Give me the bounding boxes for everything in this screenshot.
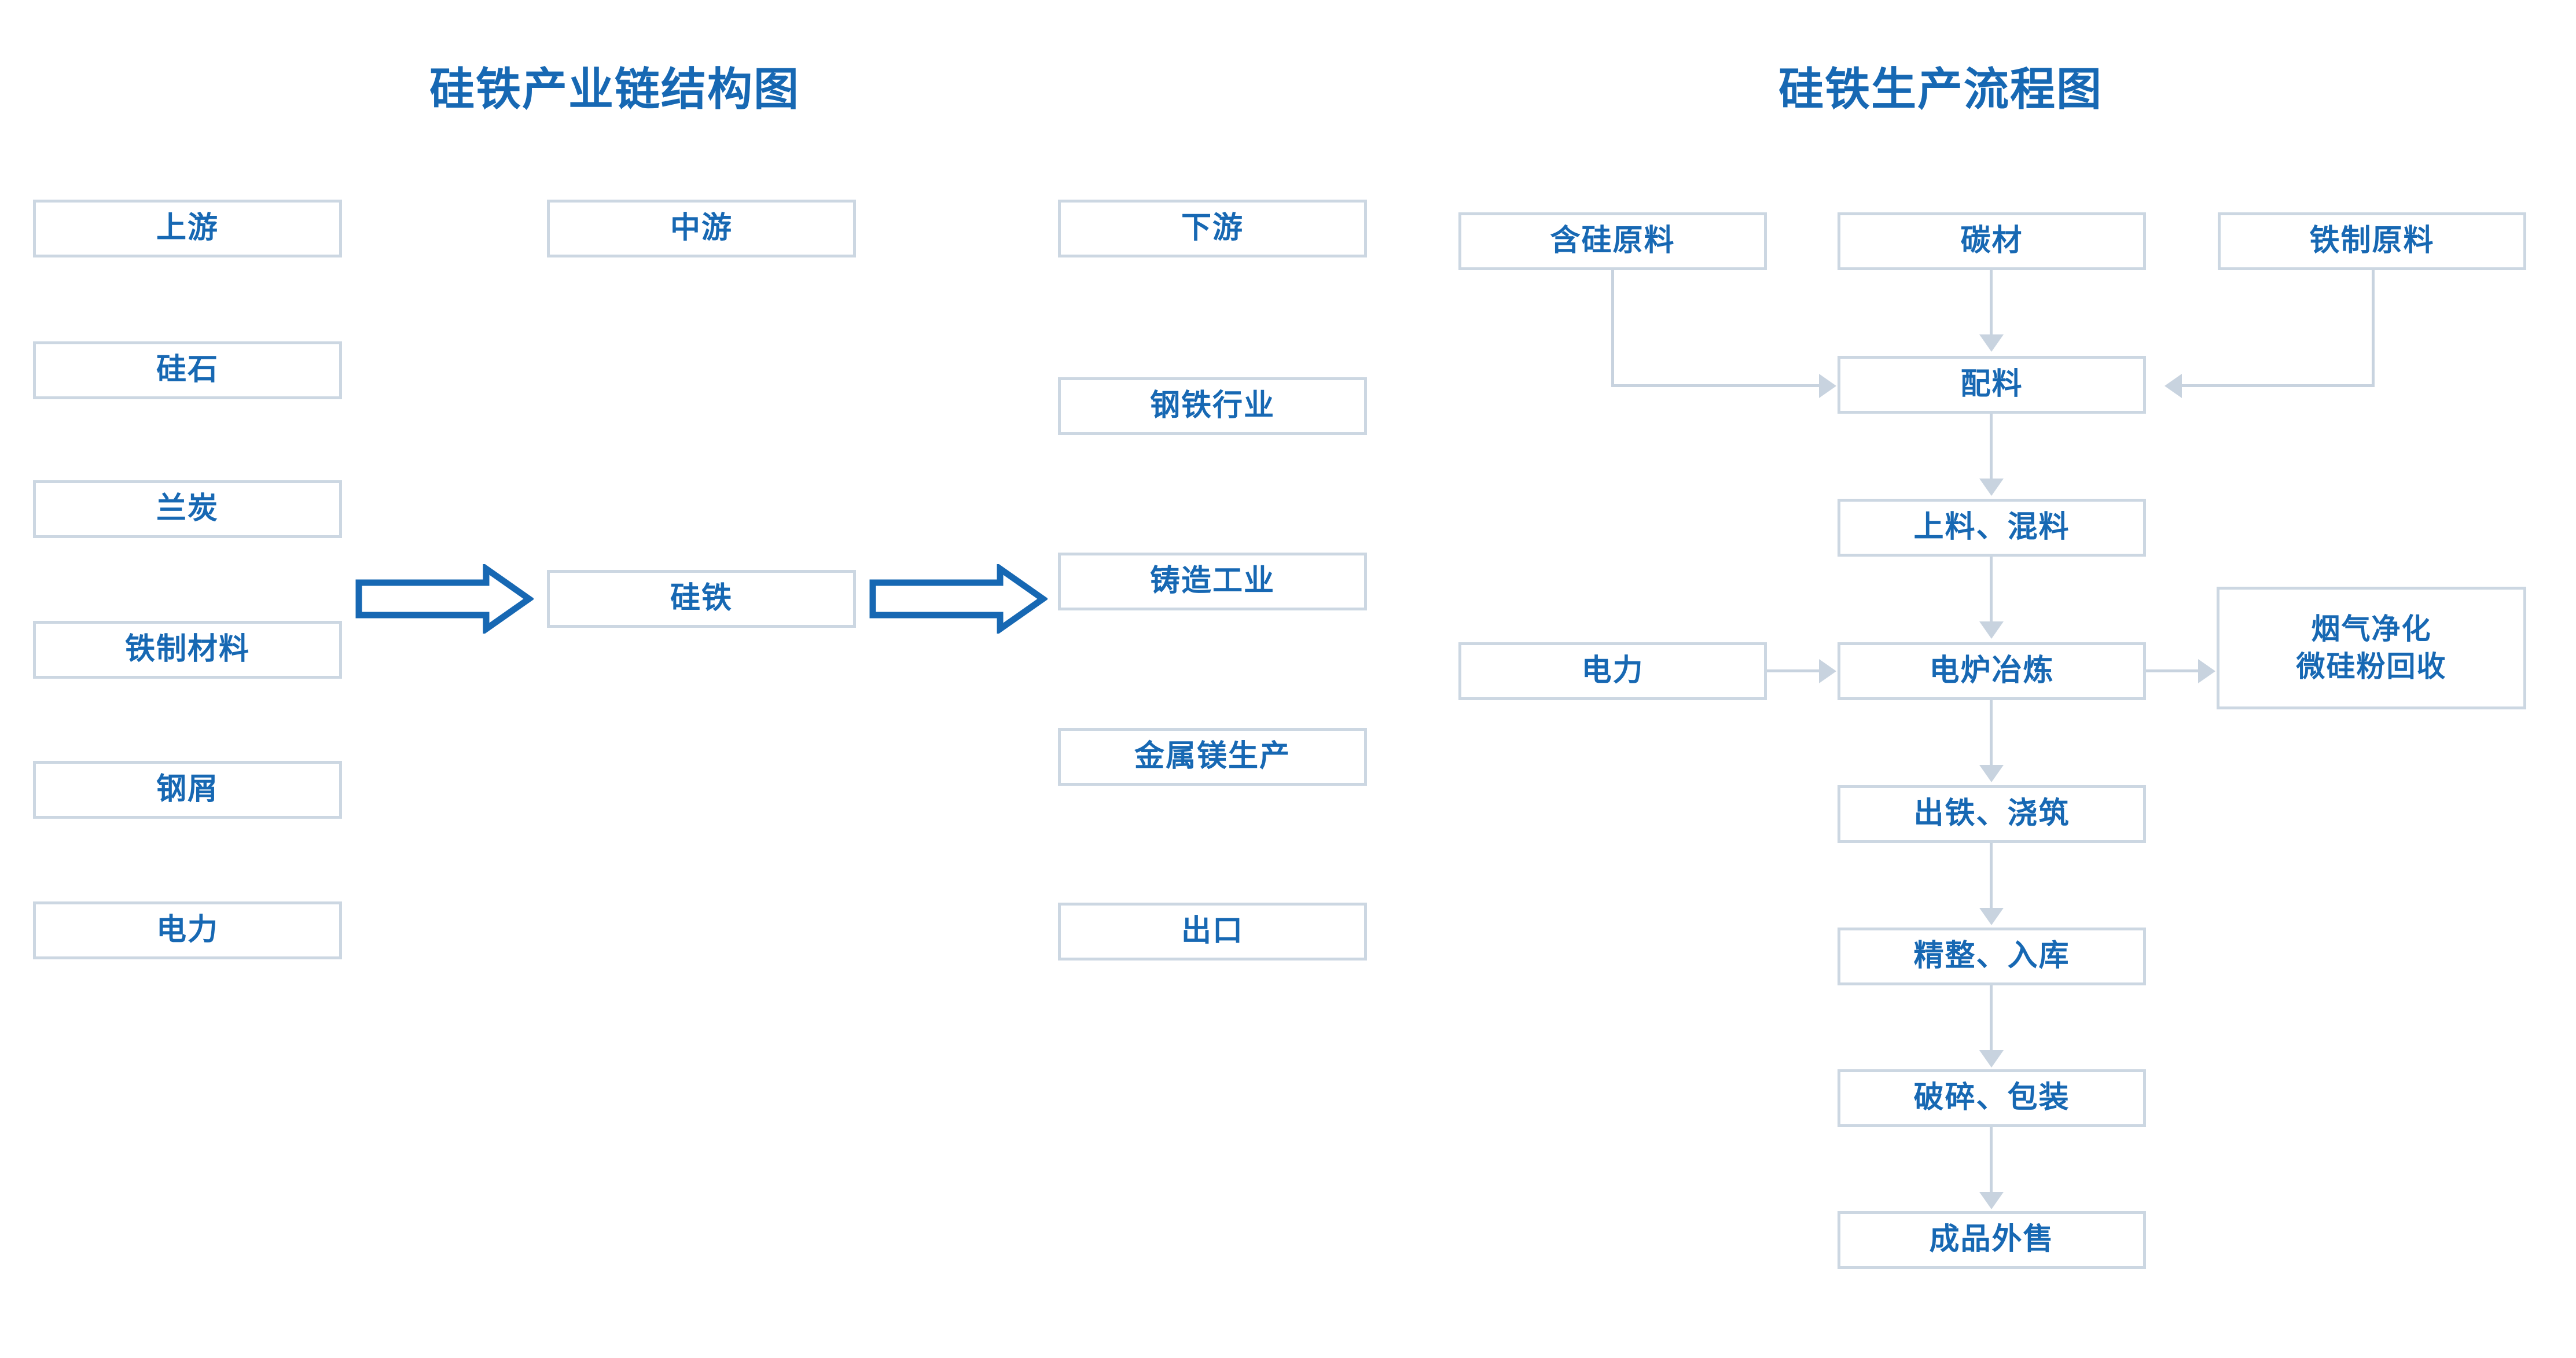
connector-batching-to-feeding bbox=[1990, 414, 1993, 480]
arrowhead-iron-raw-to-batching bbox=[2165, 374, 2182, 398]
arrowhead-crushing-to-finished bbox=[1979, 1192, 2004, 1209]
arrowhead-furnace-to-flue-gas bbox=[2198, 659, 2215, 683]
arrow-midstream-to-downstream bbox=[868, 564, 1048, 634]
node-finished-product-sale: 成品外售 bbox=[1838, 1211, 2146, 1269]
upstream-item-silica: 硅石 bbox=[33, 341, 342, 399]
connector-furnace-to-flue-gas bbox=[2146, 669, 2198, 672]
arrowhead-finishing-to-crushing bbox=[1979, 1050, 2004, 1068]
arrowhead-batching-to-feeding bbox=[1979, 479, 2004, 496]
connector-tapping-to-finishing bbox=[1990, 843, 1993, 910]
connector-electricity-to-furnace bbox=[1767, 669, 1819, 672]
node-electricity: 电力 bbox=[1458, 642, 1767, 700]
connector-silicon-raw-horizontal bbox=[1611, 384, 1820, 387]
downstream-item-magnesium-production: 金属镁生产 bbox=[1058, 728, 1367, 786]
node-batching: 配料 bbox=[1838, 356, 2146, 414]
upstream-header-box: 上游 bbox=[33, 200, 342, 257]
midstream-header-box: 中游 bbox=[547, 200, 856, 257]
connector-crushing-to-finished bbox=[1990, 1127, 1993, 1194]
arrowhead-electricity-to-furnace bbox=[1819, 659, 1836, 683]
connector-iron-raw-vertical bbox=[2372, 270, 2375, 386]
connector-silicon-raw-vertical bbox=[1611, 270, 1614, 386]
upstream-item-steel-scrap: 钢屑 bbox=[33, 761, 342, 819]
downstream-item-export: 出口 bbox=[1058, 903, 1367, 960]
midstream-item-ferrosilicon: 硅铁 bbox=[547, 570, 856, 628]
node-finishing-storage: 精整、入库 bbox=[1838, 928, 2146, 985]
connector-finishing-to-crushing bbox=[1990, 985, 1993, 1052]
connector-carbon-vertical bbox=[1990, 270, 1993, 336]
connector-feeding-to-furnace bbox=[1990, 557, 1993, 623]
downstream-item-casting-industry: 铸造工业 bbox=[1058, 553, 1367, 610]
downstream-item-steel-industry: 钢铁行业 bbox=[1058, 377, 1367, 435]
node-crushing-packing: 破碎、包装 bbox=[1838, 1069, 2146, 1127]
arrowhead-tapping-to-finishing bbox=[1979, 908, 2004, 925]
connector-iron-raw-horizontal bbox=[2182, 384, 2375, 387]
node-carbon-material: 碳材 bbox=[1838, 212, 2146, 270]
arrowhead-silicon-raw-to-batching bbox=[1819, 374, 1836, 398]
downstream-header-box: 下游 bbox=[1058, 200, 1367, 257]
connector-furnace-to-tapping bbox=[1990, 700, 1993, 767]
arrowhead-carbon-to-batching bbox=[1979, 334, 2004, 352]
node-iron-raw-material: 铁制原料 bbox=[2218, 212, 2526, 270]
arrowhead-furnace-to-tapping bbox=[1979, 765, 2004, 782]
upstream-item-semicoke: 兰炭 bbox=[33, 480, 342, 538]
node-furnace-smelting: 电炉冶炼 bbox=[1838, 642, 2146, 700]
arrowhead-feeding-to-furnace bbox=[1979, 621, 2004, 639]
node-tapping-casting: 出铁、浇筑 bbox=[1838, 785, 2146, 843]
node-flue-gas-purification: 烟气净化 微硅粉回收 bbox=[2217, 587, 2526, 709]
right-diagram-title: 硅铁生产流程图 bbox=[1778, 64, 2103, 115]
upstream-item-electricity: 电力 bbox=[33, 901, 342, 959]
node-feeding-mixing: 上料、混料 bbox=[1838, 499, 2146, 557]
upstream-item-iron-material: 铁制材料 bbox=[33, 621, 342, 679]
node-silicon-raw-material: 含硅原料 bbox=[1458, 212, 1767, 270]
left-diagram-title: 硅铁产业链结构图 bbox=[429, 64, 800, 115]
arrow-upstream-to-midstream bbox=[354, 564, 534, 634]
